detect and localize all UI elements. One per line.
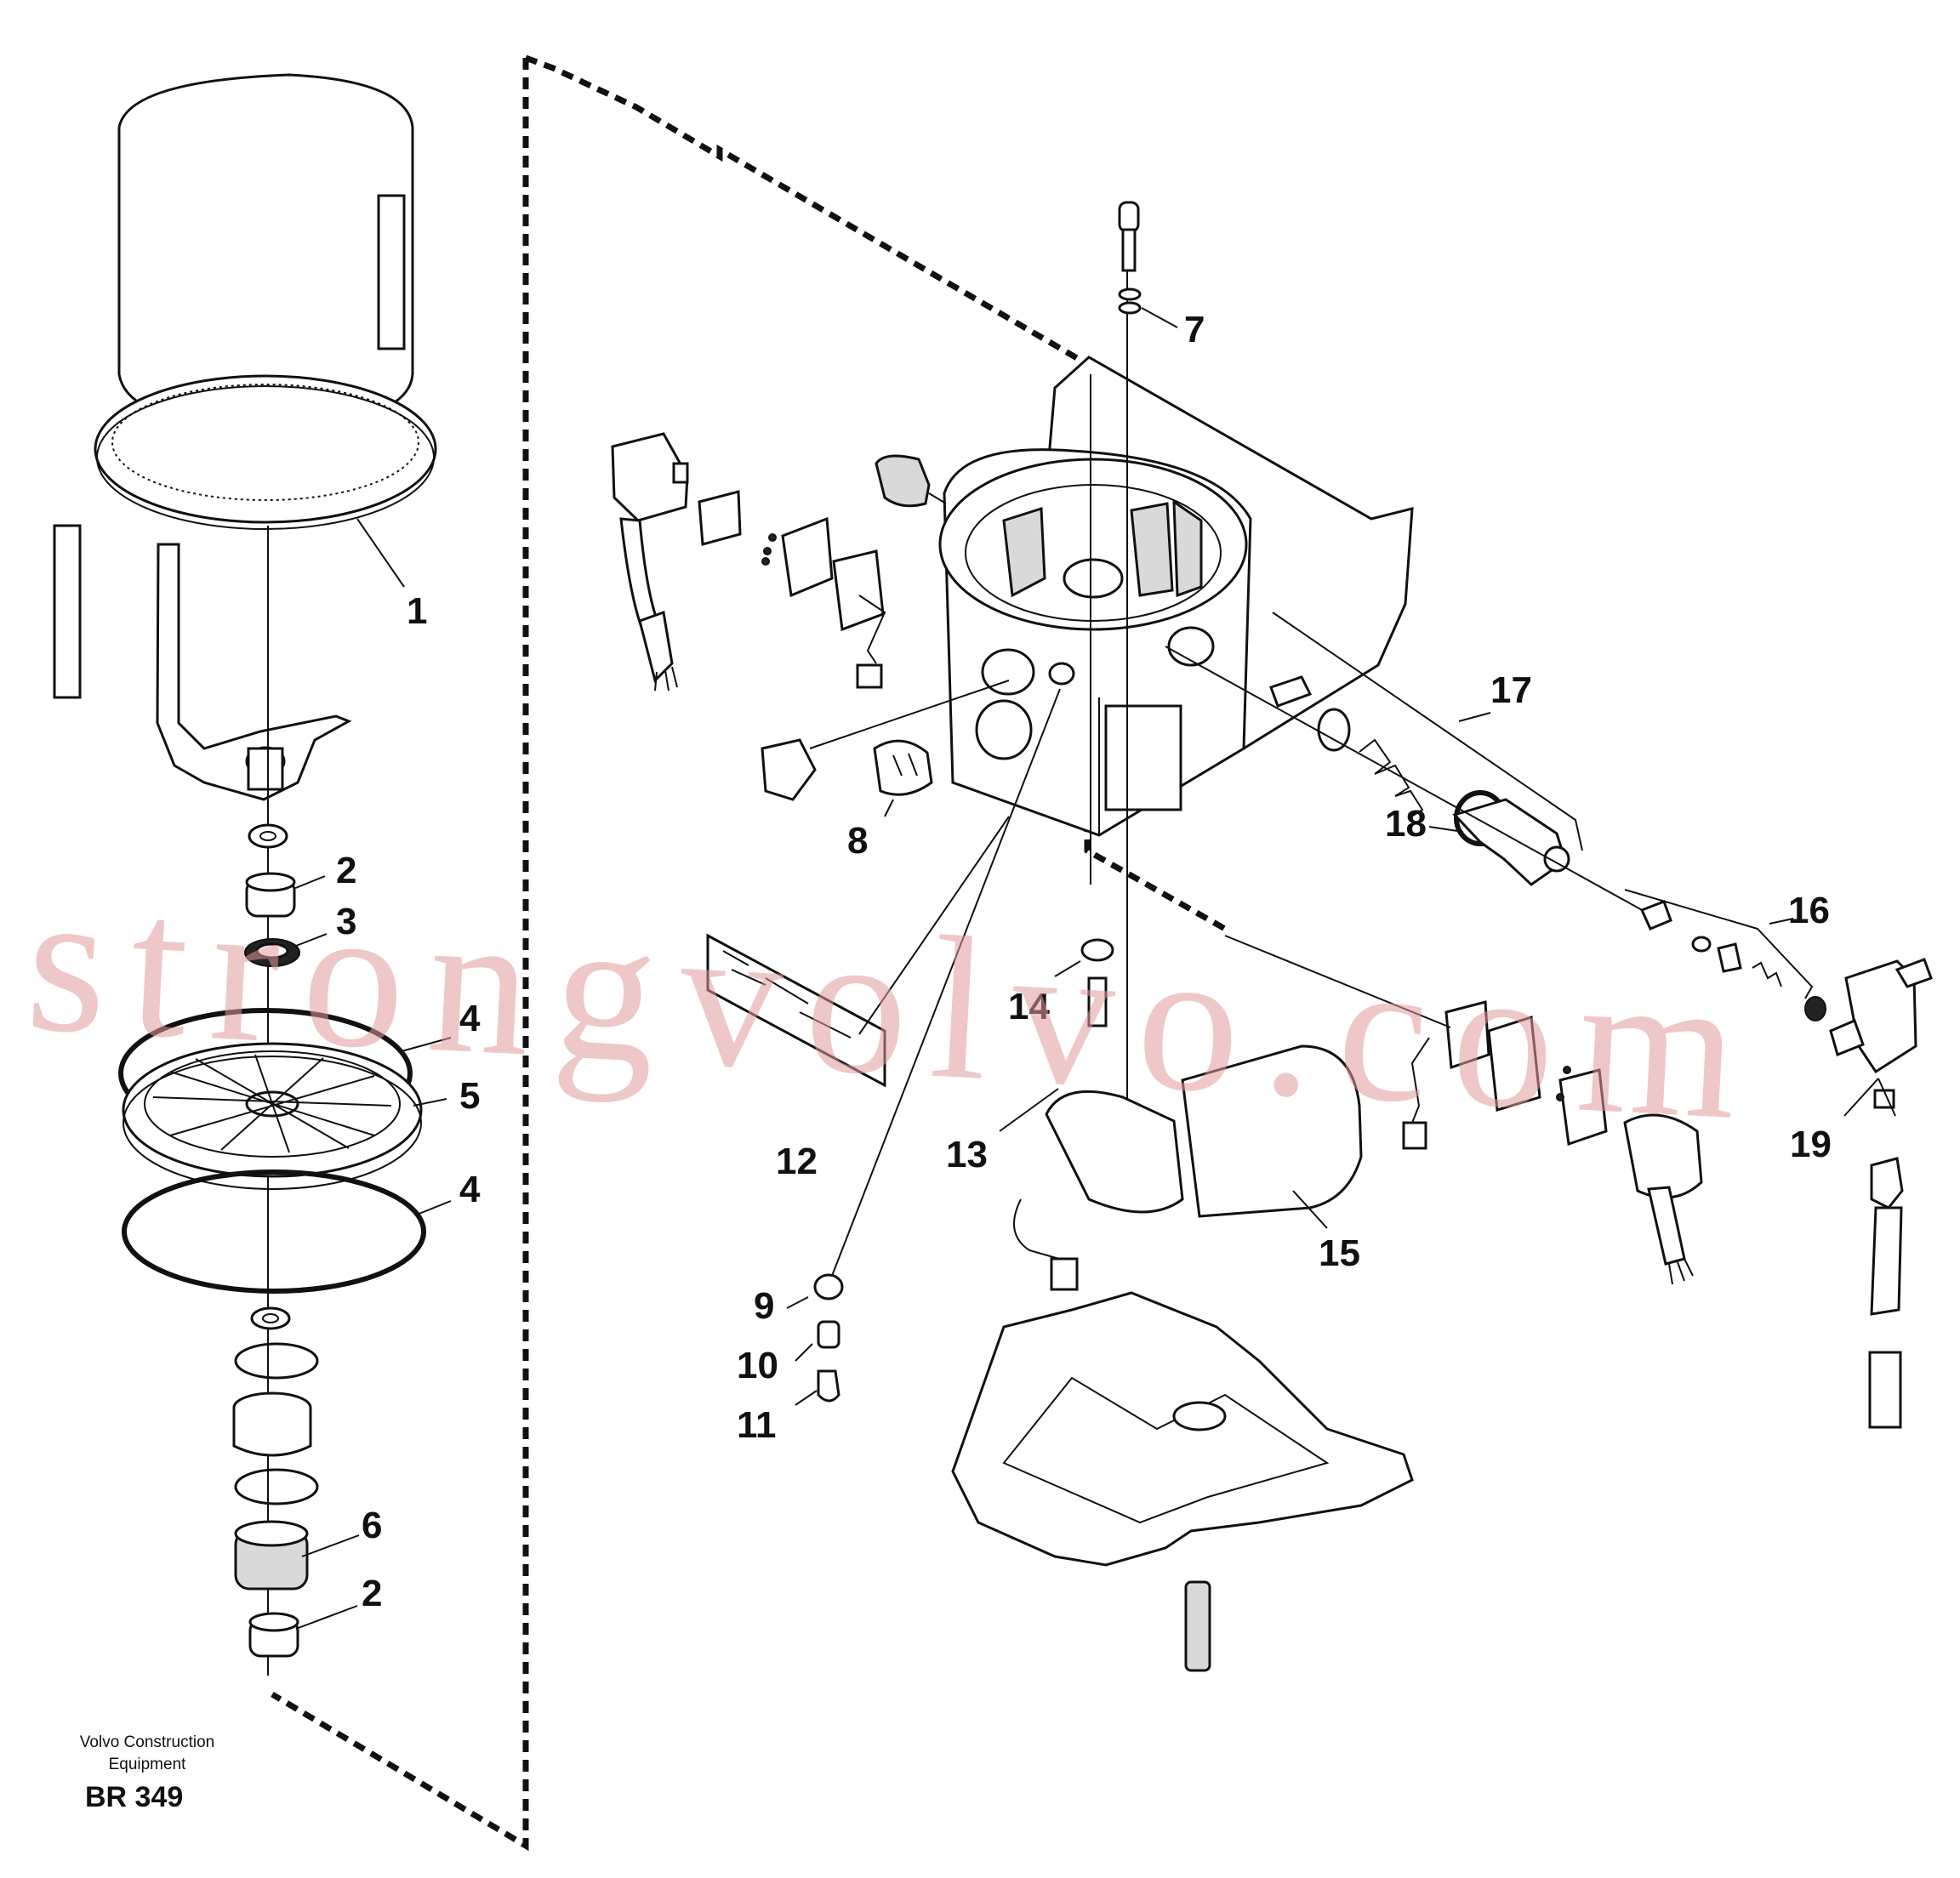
check-valve-9-10-11 [813, 1273, 844, 1403]
leader-14 [1054, 960, 1081, 977]
motor-15 [1013, 1044, 1363, 1291]
leader-18 [1428, 826, 1464, 833]
circuit-board-12 [706, 933, 886, 1088]
leader-13 [999, 1088, 1059, 1132]
bracket-16 [1624, 889, 1814, 999]
nozzle-14 [1080, 938, 1114, 1027]
callout-16: 16 [1788, 890, 1830, 931]
reservoir-cover [94, 73, 437, 530]
circlip-upper [234, 1342, 319, 1380]
leader-11 [795, 1390, 818, 1406]
credit-line-2: Equipment [108, 1756, 186, 1773]
fitting-19 [1829, 958, 1933, 1429]
callout-7: 7 [1184, 309, 1205, 350]
pump-housing [938, 356, 1414, 837]
figure-code: BR 349 [85, 1781, 184, 1813]
leader-4a [401, 1037, 452, 1052]
callout-4b: 4 [459, 1169, 481, 1210]
bearing-3 [244, 938, 300, 967]
leader-10 [795, 1343, 813, 1362]
electrical-connector-right [1402, 1000, 1703, 1285]
callout-1: 1 [407, 590, 427, 632]
callout-8: 8 [847, 820, 868, 862]
leader-1 [356, 518, 405, 588]
callout-2b: 2 [362, 1573, 382, 1614]
plug-bolt [761, 680, 1010, 801]
leader-6 [301, 1534, 360, 1557]
leader-5 [413, 1098, 447, 1107]
callout-3: 3 [336, 901, 356, 942]
leader-3 [295, 933, 328, 947]
electrical-connector-left [611, 432, 886, 691]
leader-4b [416, 1200, 452, 1215]
valve-axis [1165, 646, 1661, 921]
callout-19: 19 [1790, 1124, 1832, 1165]
leader-2a [293, 875, 326, 890]
leader-pump-outlet [831, 688, 1061, 1277]
o-ring-4b [122, 1169, 426, 1294]
bushing-6 [234, 1520, 309, 1591]
callout-5: 5 [459, 1075, 480, 1117]
leader-9 [786, 1296, 809, 1309]
callout-13: 13 [946, 1134, 988, 1175]
leader-7 [1141, 307, 1178, 328]
callout-2a: 2 [336, 850, 356, 891]
callout-12: 12 [776, 1141, 818, 1182]
base-plate [951, 1291, 1414, 1567]
callout-10: 10 [737, 1345, 778, 1386]
callout-11: 11 [737, 1404, 777, 1446]
connector-axis-right [1224, 935, 1451, 1028]
follower-plate-5 [122, 1042, 423, 1190]
scraper-paddle [53, 524, 352, 801]
leader-17 [1458, 712, 1491, 722]
credit-line-1: Volvo Construction [79, 1733, 215, 1751]
callout-14: 14 [1008, 986, 1050, 1027]
callout-17: 17 [1490, 669, 1532, 711]
callout-15: 15 [1319, 1232, 1360, 1274]
adapter-8 [873, 739, 933, 796]
leader-15 [1292, 1190, 1328, 1229]
pin [1184, 1580, 1211, 1672]
leader-19 [1843, 1078, 1896, 1117]
circlip-lower [234, 1468, 319, 1505]
credit-caption: Volvo Construction Equipment [41, 1732, 254, 1776]
bushing-2b [248, 1612, 299, 1658]
leader-12 [858, 816, 1010, 1035]
leader-8 [884, 799, 894, 817]
leader-2b [295, 1605, 358, 1630]
bracket-17 [1272, 612, 1583, 851]
screw-7 [1118, 201, 1142, 315]
callout-18: 18 [1385, 803, 1427, 845]
leader-16 [1769, 918, 1794, 925]
callout-6: 6 [362, 1505, 382, 1546]
washer-2 [250, 1306, 291, 1330]
bushing-2a [245, 872, 296, 918]
washer-1 [248, 823, 288, 849]
callout-9: 9 [754, 1285, 774, 1327]
callout-4a: 4 [459, 998, 481, 1039]
plug-upper [875, 454, 947, 508]
sleeve [232, 1391, 312, 1457]
valve-kit-16 [1639, 900, 1826, 1022]
